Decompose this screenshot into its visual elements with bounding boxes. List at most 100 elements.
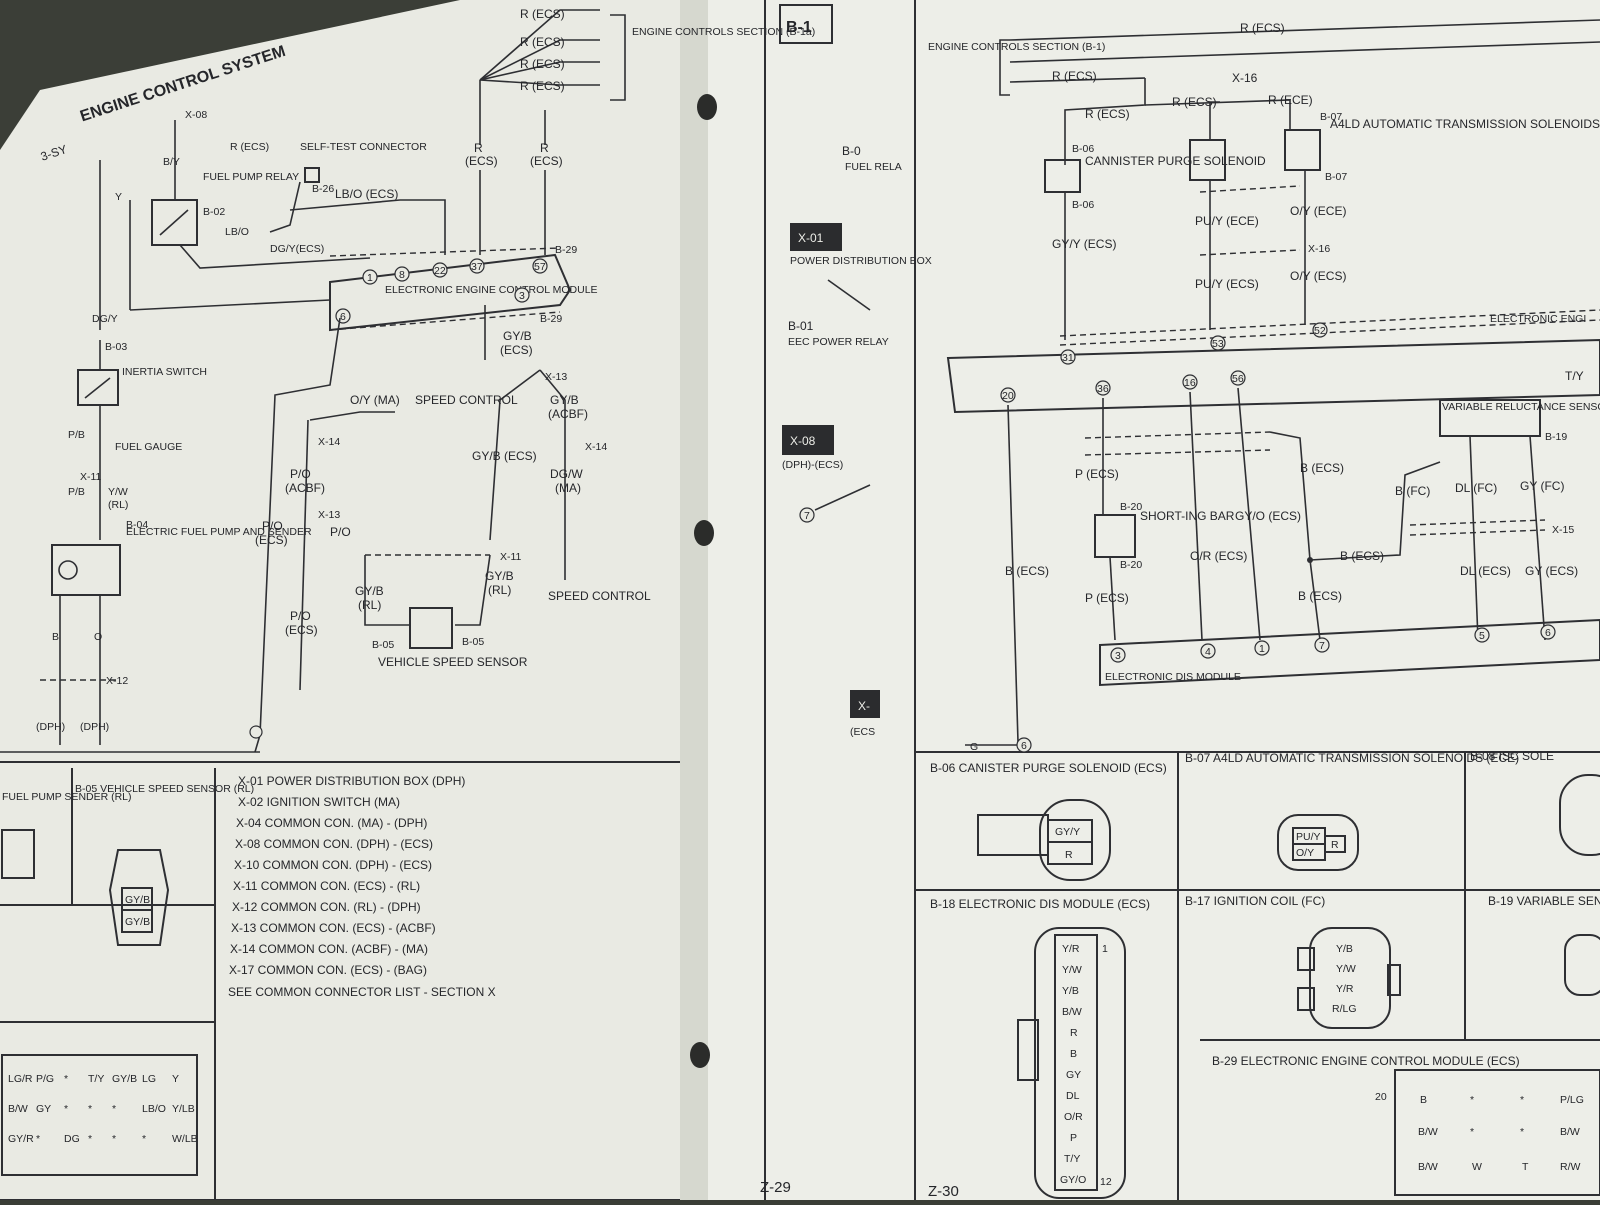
page-gutter — [680, 0, 708, 1200]
binder-hole-3 — [690, 1042, 710, 1068]
fuel-pump-relay-label: FUEL PUMP RELAY — [203, 171, 299, 183]
canister-purge-solenoid — [1044, 159, 1081, 193]
connector-id: X-11 — [80, 471, 102, 483]
dis-module-label: ELECTRONIC DIS MODULE — [1105, 671, 1241, 683]
wire-label: T/Y — [1565, 369, 1584, 383]
wire-label: GY (FC) — [1520, 479, 1564, 493]
wire-label: P/O — [290, 467, 311, 481]
pin-number: 1 — [367, 272, 373, 284]
connector-cell: GY/B — [112, 1073, 137, 1085]
ground-label: G — [970, 741, 978, 753]
engine-controls-ref: ENGINE CONTROLS SECTION (B-1a) — [632, 26, 815, 38]
wire-label: LB/O (ECS) — [335, 187, 398, 201]
wire-label: R (ECS) — [1172, 95, 1217, 109]
connector-id: B-19 — [1545, 431, 1567, 443]
connector-cell: DG — [64, 1133, 80, 1145]
connector-cell: T/Y — [88, 1073, 104, 1085]
connector-id: X-11 — [500, 551, 522, 563]
wire-label: P/B — [68, 486, 85, 498]
sidebar-fuel-relay: FUEL RELA — [845, 161, 902, 173]
connector-id: X-16 — [1308, 243, 1330, 255]
wire-label: P (ECS) — [1085, 591, 1129, 605]
sidebar-x01-tag — [790, 223, 842, 251]
pin-number: 57 — [534, 261, 546, 273]
legend-list-item: X-01 POWER DISTRIBUTION BOX (DPH) — [238, 774, 465, 788]
b29-cell: * — [1470, 1126, 1474, 1138]
b07-pin: PU/Y — [1296, 831, 1321, 843]
legend-b08-title: B-08 ISC SOLE — [1470, 749, 1554, 763]
wire-label: (DPH) — [36, 721, 65, 733]
left-page-number: Z-29 — [760, 1179, 791, 1196]
sidebar-x01: X-01 — [798, 231, 824, 245]
connector-id: X-08 — [185, 109, 207, 121]
connector-id: B-05 — [372, 639, 394, 651]
self-test-connector-label: SELF-TEST CONNECTOR — [300, 141, 427, 153]
pin-number: 4 — [1205, 646, 1211, 658]
pin-number: 3 — [519, 290, 525, 302]
legend-list-item: X-04 COMMON CON. (MA) - (DPH) — [236, 816, 427, 830]
b17-pin: Y/R — [1336, 983, 1354, 995]
wire-label: R (ECS) — [520, 79, 565, 93]
wire-label: PU/Y (ECE) — [1195, 214, 1259, 228]
legend-b07-title: B-07 A4LD AUTOMATIC TRANSMISSION SOLENOI… — [1185, 751, 1519, 765]
ground-pin: 6 — [1021, 740, 1027, 752]
b29-cell: B — [1420, 1094, 1427, 1106]
wire-label: P/O — [262, 519, 283, 533]
connector-id: B-04 — [126, 519, 148, 531]
variable-reluctance-sensor — [1439, 399, 1541, 437]
connector-cell: Y/LB — [172, 1103, 195, 1115]
wire-label: R (ECS) — [520, 35, 565, 49]
right-page-content: B-1 Z-29 Z-30 B-0 FUEL RELA X-01 POWER D… — [760, 0, 1600, 1200]
vrs-label: VARIABLE RELUCTANCE SENSOR — [1442, 401, 1600, 413]
b29-cell: B/W — [1418, 1126, 1438, 1138]
connector-cell: LG — [142, 1073, 156, 1085]
b29-cell: T — [1522, 1161, 1529, 1173]
wire-label: O — [94, 631, 102, 643]
sidebar-b01: B-01 — [788, 319, 814, 333]
b18-pin-column: Y/R Y/W Y/B B/W R B GY DL O/R P T/Y GY/O — [1054, 934, 1098, 1191]
connector-id: B-03 — [105, 341, 127, 353]
wire-label: GY (ECS) — [1525, 564, 1578, 578]
b18-pin: O/R — [1064, 1111, 1083, 1123]
wire-label: (ECS) — [530, 154, 563, 168]
connector-id: B-06 — [1072, 199, 1094, 211]
wire-label: R (ECS) — [230, 141, 269, 153]
b18-pin: GY — [1066, 1069, 1081, 1081]
sidebar-pin: 7 — [804, 510, 810, 522]
wire-label: (RL) — [488, 583, 511, 597]
wire-label: Y/W — [108, 486, 128, 498]
pin-number: 53 — [1212, 338, 1224, 350]
wire-label: B (ECS) — [1340, 549, 1384, 563]
b29-cell: P/LG — [1560, 1094, 1584, 1106]
b18-connector — [1034, 927, 1126, 1199]
b18-pin: Y/B — [1062, 985, 1079, 997]
pin-number: 8 — [399, 269, 405, 281]
eec-module-band — [946, 338, 1600, 414]
b18-pin: Y/R — [1062, 943, 1080, 955]
pin-number: 22 — [434, 265, 446, 277]
wire-label: O/R (ECS) — [1190, 549, 1247, 563]
b29-cell: W — [1472, 1161, 1482, 1173]
pin-number: 16 — [1184, 377, 1196, 389]
b18-pin-number: 1 — [1102, 943, 1108, 955]
legend-list-item: X-11 COMMON CON. (ECS) - (RL) — [233, 879, 420, 893]
inertia-switch-label: INERTIA SWITCH — [122, 366, 207, 378]
connector-cell: * — [142, 1133, 146, 1145]
sidebar-x08-tag — [782, 425, 834, 455]
connector-id: B-29 — [540, 313, 562, 325]
pin-number: 37 — [471, 261, 483, 273]
legend-list-item: X-17 COMMON CON. (ECS) - (BAG) — [229, 963, 427, 977]
wire-label: O/Y (ECS) — [1290, 269, 1346, 283]
wire-label: R (ECE) — [1268, 93, 1313, 107]
connector-cell: * — [88, 1103, 92, 1115]
b29-pin-grid: B * * P/LG B/W * * B/W B/W W T R/W — [1418, 1094, 1584, 1173]
a4ld-label: A4LD AUTOMATIC TRANSMISSION SOLENOIDS — [1330, 117, 1600, 131]
shorting-bar-label: SHORT-ING BAR — [1140, 509, 1235, 523]
wire-label: B — [52, 631, 59, 643]
wire-label: O/Y (MA) — [350, 393, 400, 407]
connector-cell: * — [112, 1133, 116, 1145]
bottom-connector-grid: LG/R P/G * T/Y GY/B LG Y B/W GY * * * LB… — [8, 1073, 198, 1145]
wire-label: R (ECS) — [1052, 69, 1097, 83]
wire-label: R (ECS) — [1085, 107, 1130, 121]
